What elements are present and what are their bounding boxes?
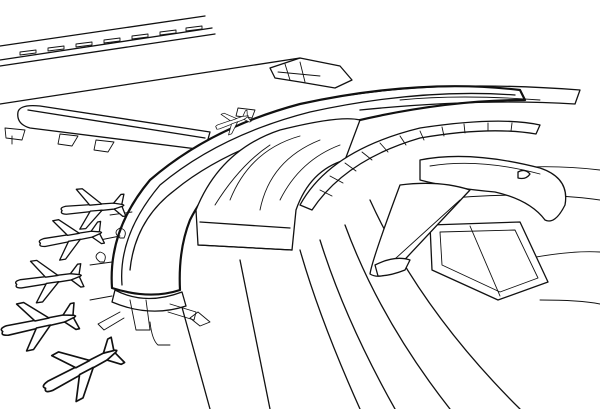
satellite-pod (369, 155, 567, 277)
airplane-icon (31, 326, 131, 409)
left-pier (4, 104, 256, 153)
gate-hub (89, 211, 211, 346)
runway-strip (0, 15, 301, 105)
airplane-icon (35, 211, 107, 264)
distant-terminal (269, 57, 353, 89)
airplane-icon (58, 184, 128, 232)
landscape-platform (429, 221, 549, 301)
airplane-icon (12, 253, 86, 306)
central-hall (195, 118, 361, 251)
arc-concourse (299, 120, 541, 211)
